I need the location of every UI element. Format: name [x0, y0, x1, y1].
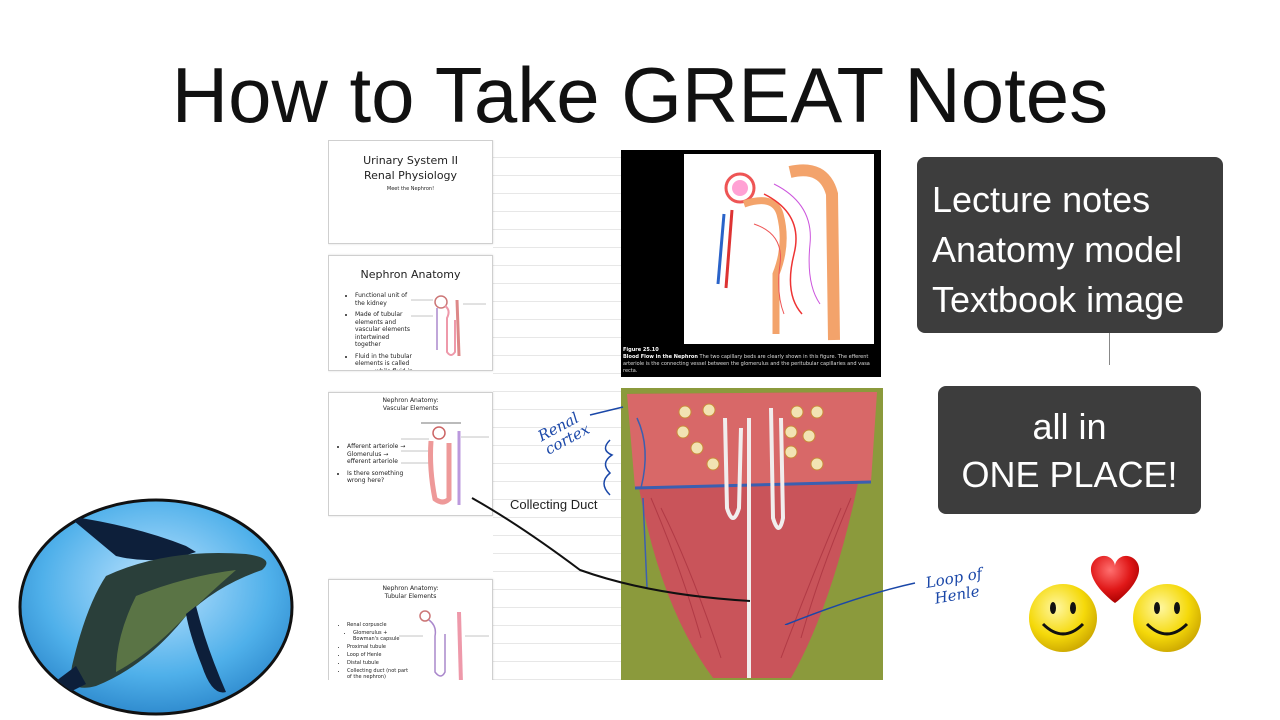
slide-title-line2: Vascular Elements — [382, 405, 439, 412]
smileys-with-heart — [1029, 555, 1201, 652]
slide-bullet: Distal tubule — [347, 660, 409, 666]
annotation-lines — [471, 406, 916, 625]
textbook-figure — [684, 154, 874, 344]
nephron-vascular-diagram — [401, 422, 489, 505]
kidney-model-illustration — [627, 392, 877, 678]
callout-line: all in — [1032, 406, 1107, 447]
smiley-left — [1029, 584, 1097, 652]
slide-bullet: Is there something wrong here? — [347, 470, 411, 485]
callout-line: Lecture notes — [932, 179, 1151, 220]
textbook-image: Figure 25.10 Blood Flow in the Nephron T… — [621, 150, 881, 377]
annotation-collecting-duct: Collecting Duct — [510, 497, 598, 512]
slide-bullet: Loop of Henle — [347, 652, 409, 658]
slide-bullet: Afferent arteriole → Glomerulus → effere… — [347, 443, 411, 466]
slide-bullet: Functional unit of the kidney — [355, 292, 413, 307]
slide-title: Nephron Anatomy: — [382, 397, 439, 404]
caption-figure-number: Figure 25.10 — [623, 347, 659, 353]
callout-line: Anatomy model — [932, 229, 1183, 270]
slide-thumbnail-2[interactable]: Nephron Anatomy Functional unit of the k… — [328, 255, 493, 371]
slide-title: Urinary System II — [363, 154, 458, 167]
slide-bullet: Made of tubular elements and vascular el… — [355, 311, 413, 349]
slide-bullet: Proximal tubule — [347, 644, 409, 650]
callout-line: Textbook image — [932, 279, 1185, 320]
slide-thumbnail-1[interactable]: Urinary System II Renal Physiology Meet … — [328, 140, 493, 244]
page-title: How to Take GREAT Notes — [171, 51, 1109, 139]
caption-text: The two capillary beds are clearly shown… — [623, 354, 870, 374]
callout-one-place: all in ONE PLACE! — [938, 386, 1201, 514]
penguin-photo — [18, 498, 294, 716]
callout-connector — [1109, 333, 1110, 365]
slide-title: Nephron Anatomy — [360, 268, 461, 281]
caption-bold: Blood Flow in the Nephron — [623, 354, 698, 360]
slide-title-line2: Tubular Elements — [384, 593, 437, 600]
slide-bullet: Renal corpuscle — [347, 622, 409, 628]
slide-title: Nephron Anatomy: — [382, 585, 439, 592]
nephron-blood-flow-diagram — [716, 164, 840, 341]
anatomy-model-photo — [621, 388, 883, 680]
slide-bullet: Fluid in the tubular elements is called … — [355, 353, 413, 371]
heart — [1090, 555, 1140, 603]
slide-thumbnail-3[interactable]: Nephron Anatomy: Vascular Elements Affer… — [328, 392, 493, 516]
textbook-caption: Figure 25.10 Blood Flow in the Nephron T… — [623, 347, 879, 375]
slide-bullets: Functional unit of the kidney Made of tu… — [343, 292, 413, 371]
nephron-tubular-diagram — [399, 610, 489, 680]
nephron-diagram-small — [411, 295, 486, 357]
slide-bullets: Renal corpuscle Glomerulus + Bowman's ca… — [335, 622, 409, 680]
slide-title-line2: Renal Physiology — [363, 169, 458, 182]
slide-bullet: Collecting duct (not part of the nephron… — [347, 668, 409, 680]
slide-thumbnail-4[interactable]: Nephron Anatomy: Tubular Elements Renal … — [328, 579, 493, 680]
smiley-right — [1133, 584, 1201, 652]
slide-bullets: Afferent arteriole → Glomerulus → effere… — [335, 443, 411, 489]
callout-line: ONE PLACE! — [961, 454, 1178, 495]
slide-subtitle: Meet the Nephron! — [386, 186, 435, 192]
callout-sources: Lecture notes Anatomy model Textbook ima… — [917, 157, 1223, 333]
slide-bullet: Glomerulus + Bowman's capsule — [353, 630, 409, 642]
